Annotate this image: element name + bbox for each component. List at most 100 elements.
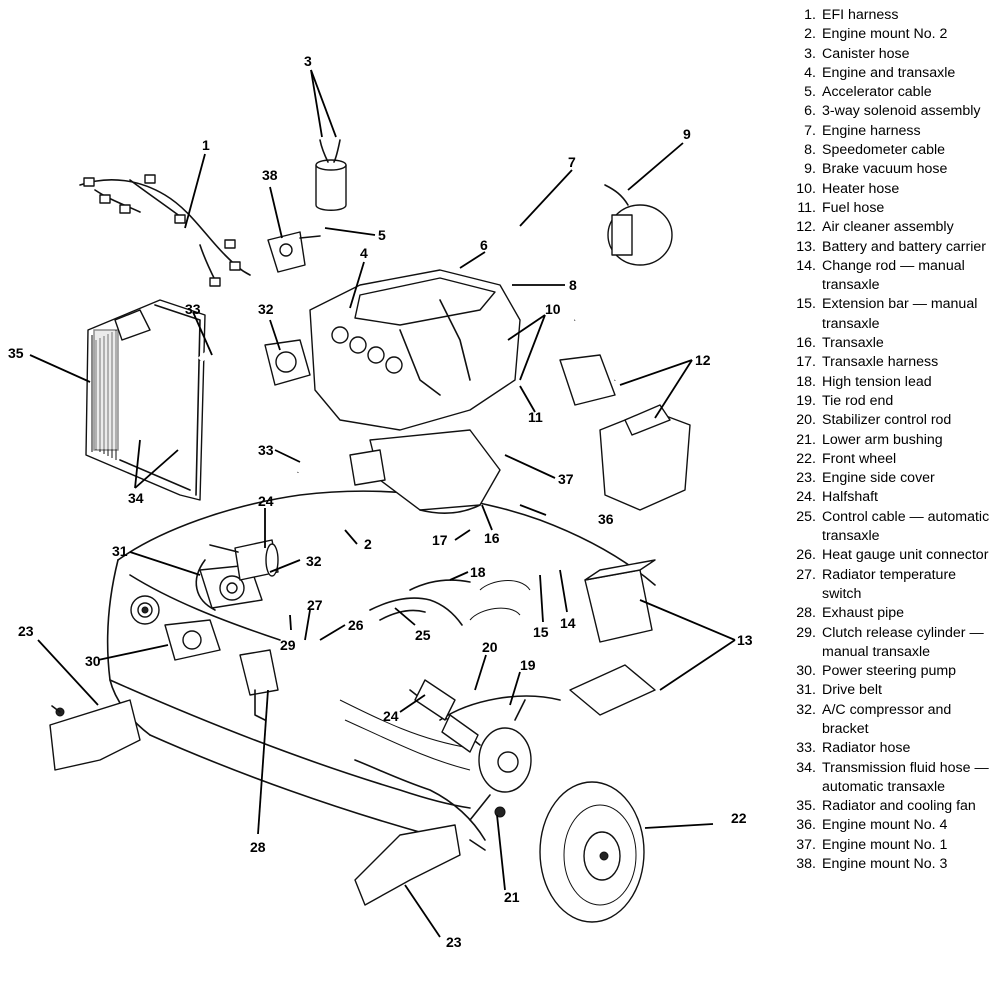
control-cable — [369, 597, 463, 626]
legend-number: 38. — [796, 856, 816, 873]
exploded-engine-removal-diagram: 1 2 3 4 5 6 7 8 9 10 11 12 13 14 15 16 1… — [8, 53, 753, 950]
callout-24-upper: 24 — [258, 493, 274, 509]
legend-label: Change rod — manual transaxle — [822, 257, 965, 294]
callout-13: 13 — [737, 632, 753, 648]
callout-12: 12 — [695, 352, 711, 368]
legend-number: 9. — [804, 161, 816, 178]
legend-number: 27. — [796, 566, 816, 583]
legend-item: 10.Heater hose — [782, 180, 997, 199]
legend-item: 14. Change rod — manual transaxle — [782, 257, 997, 296]
callout-29: 29 — [280, 637, 296, 653]
callout-labels: 1 2 3 4 5 6 7 8 9 10 11 12 13 14 15 16 1… — [8, 53, 753, 950]
legend-number: 35. — [796, 798, 816, 815]
legend-number: 30. — [796, 663, 816, 680]
legend-number: 6. — [804, 103, 816, 120]
legend-label: Accelerator cable — [822, 84, 932, 101]
legend-item: 23.Engine side cover — [782, 469, 997, 488]
legend-number: 15. — [796, 296, 816, 313]
callout-3: 3 — [304, 53, 312, 69]
callout-16: 16 — [484, 530, 500, 546]
legend-number: 14. — [796, 257, 816, 274]
legend-label: Heat gauge unit connector — [822, 547, 989, 564]
callout-20: 20 — [482, 639, 498, 655]
legend-number: 7. — [804, 122, 816, 139]
legend-item: 38. Engine mount No. 3 — [782, 855, 997, 874]
engine-and-transaxle — [309, 269, 521, 515]
legend-number: 34. — [796, 759, 816, 776]
steering-knuckle — [469, 699, 532, 821]
legend-label: 3-way solenoid assembly — [822, 103, 981, 120]
legend-number: 16. — [796, 335, 816, 352]
legend-number: 36. — [796, 817, 816, 834]
legend-number: 26. — [796, 547, 816, 564]
legend-item: 3.Canister hose — [782, 45, 997, 64]
legend-item: 28.Exhaust pipe — [782, 604, 997, 623]
legend-item: 33.Radiator hose — [782, 739, 997, 758]
legend-number: 18. — [796, 373, 816, 390]
legend-number: 19. — [796, 392, 816, 409]
legend-label: Tie rod end — [822, 392, 894, 409]
engine-mount-no3 — [267, 231, 321, 273]
legend-number: 8. — [804, 142, 816, 159]
callout-2: 2 — [364, 536, 372, 552]
legend-number: 1. — [804, 7, 816, 23]
legend-number: 22. — [796, 450, 816, 467]
legend-label: Stabilizer control rod — [822, 412, 952, 429]
legend-label: Control cable — automatic transaxle — [822, 508, 990, 545]
legend-label: Drive belt — [822, 682, 882, 699]
callout-31: 31 — [112, 543, 128, 559]
drive-belt — [195, 559, 216, 611]
legend-label: Engine mount No. 3 — [822, 856, 948, 873]
legend-label: Engine and transaxle — [822, 64, 956, 81]
air-cleaner-assembly — [559, 309, 691, 511]
legend-number: 4. — [804, 64, 816, 81]
engine-side-cover-left — [49, 699, 141, 771]
legend-label: Canister hose — [822, 45, 910, 62]
callout-35: 35 — [8, 345, 24, 361]
legend-item: 34.Transmission fluid hose — automatic t… — [782, 759, 997, 798]
legend-number: 25. — [796, 508, 816, 525]
legend-label: Speedometer cable — [822, 142, 946, 159]
legend-label: A/C compressor and bracket — [822, 701, 952, 737]
callout-17: 17 — [432, 532, 448, 548]
legend-item: 2.Engine mount No. 2 — [782, 25, 997, 44]
legend-label: Engine mount No. 4 — [822, 817, 948, 834]
legend-label: Heater hose — [822, 180, 900, 197]
callout-33-lower: 33 — [258, 442, 274, 458]
legend-number: 20. — [796, 412, 816, 429]
legend-label: Clutch release cylinder — manual transax… — [822, 624, 984, 660]
legend-item: 26. Heat gauge unit connector — [782, 546, 997, 565]
legend-label: Battery and battery carrier — [822, 238, 987, 255]
legend-label: Radiator temperature switch — [822, 566, 957, 602]
callout-11: 11 — [528, 409, 543, 425]
legend-number: 11. — [797, 199, 816, 216]
callout-32-upper: 32 — [258, 301, 274, 317]
callout-34: 34 — [128, 490, 144, 506]
engine-side-cover-lower — [354, 824, 486, 906]
callout-26: 26 — [348, 617, 364, 633]
legend-item: 7.Engine harness — [782, 122, 997, 141]
high-tension-lead — [409, 579, 471, 591]
legend-number: 5. — [804, 84, 816, 101]
legend-item: 35.Radiator and cooling fan — [782, 797, 997, 816]
callout-27: 27 — [307, 597, 323, 613]
halfshaft-lower — [409, 679, 481, 753]
legend-item: 11.Fuel hose — [782, 199, 997, 218]
legend-item: 36. Engine mount No. 4 — [782, 816, 997, 835]
legend-item: 15.Extension bar — manual transaxle — [782, 295, 997, 334]
callout-36: 36 — [598, 511, 614, 527]
callout-38: 38 — [262, 167, 278, 183]
radiator-and-cooling-fan — [85, 299, 206, 501]
callout-10: 10 — [545, 301, 561, 317]
legend-item: 17.Transaxle harness — [782, 353, 997, 372]
legend-number: 28. — [796, 605, 816, 622]
callout-23-lower: 23 — [446, 934, 462, 950]
legend-item: 6. 3-way solenoid assembly — [782, 102, 997, 121]
callout-21: 21 — [504, 889, 520, 905]
callout-6: 6 — [480, 237, 488, 253]
ac-compressor-and-bracket — [199, 339, 311, 609]
legend-item: 27. Radiator temperature switch — [782, 566, 997, 605]
legend-label: Transaxle harness — [822, 354, 939, 371]
callout-1: 1 — [202, 137, 210, 153]
callout-5: 5 — [378, 227, 386, 243]
